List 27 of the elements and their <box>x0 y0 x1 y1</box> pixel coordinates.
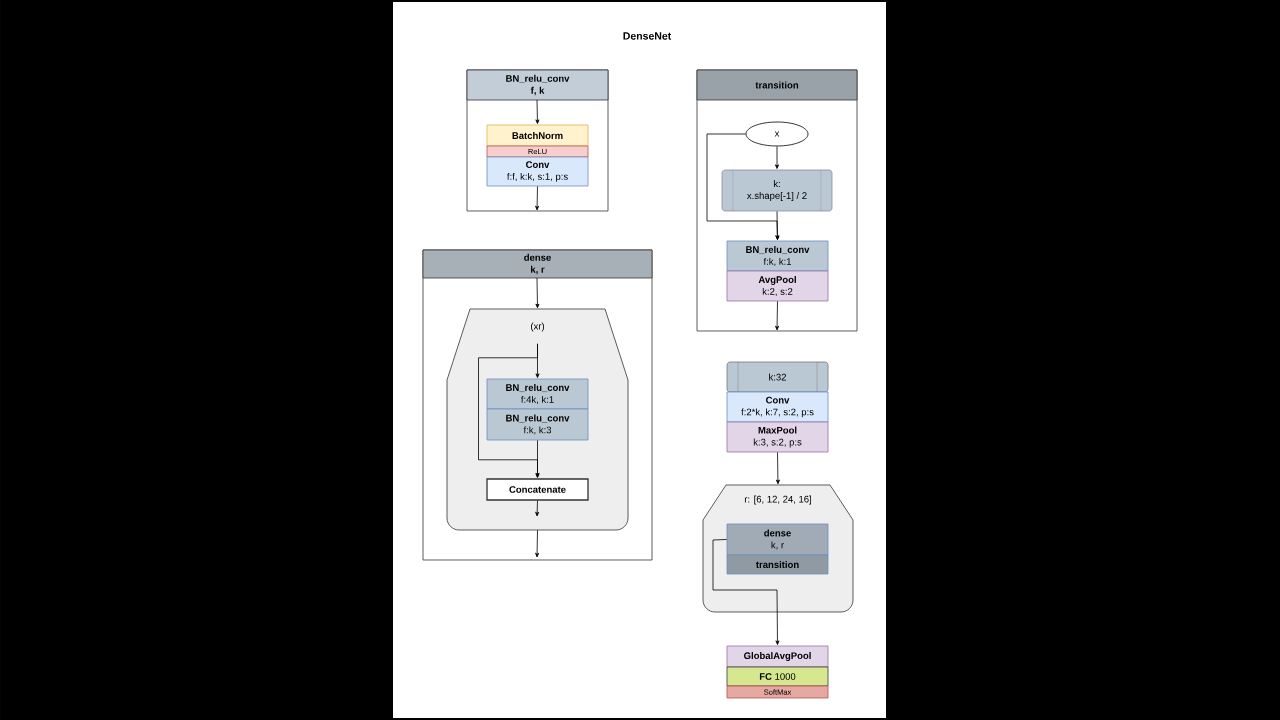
process-box: k: x.shape[-1] / 2 <box>721 169 833 212</box>
arrow <box>535 500 540 517</box>
arrow <box>775 211 780 240</box>
layer-box: BN_relu_conv f:k, k:3 <box>486 408 589 441</box>
arrow <box>535 440 540 478</box>
layer-box: Conv f:f, k:k, s:1, p:s <box>486 156 589 187</box>
layer-box: AvgPool k:2, s:2 <box>726 270 829 302</box>
layer-box: BN_relu_conv f:4k, k:1 <box>486 378 589 410</box>
layer-box: BatchNorm <box>486 124 589 147</box>
process-box: k:32 <box>726 361 829 393</box>
layer-box: transition <box>726 554 829 575</box>
arrow <box>535 186 540 211</box>
arrow <box>712 539 780 645</box>
arrow <box>775 146 779 169</box>
layer-box: Conv f:2*k, k:7, s:2, p:s <box>726 391 829 423</box>
layer-box: BN_relu_conv f:k, k:1 <box>726 240 829 272</box>
layer-box: Concatenate <box>486 478 589 501</box>
layer-box: GlobalAvgPool <box>726 645 829 668</box>
arrow <box>535 99 540 124</box>
arrow <box>775 301 780 331</box>
arrow <box>535 529 540 558</box>
arrow <box>535 277 540 309</box>
layer-box: dense k, r <box>726 523 829 556</box>
title: DenseNet <box>623 32 672 40</box>
arrow <box>775 452 780 485</box>
layer-box: MaxPool k:3, s:2, p:s <box>726 421 829 453</box>
layer-box: FC 1000 <box>726 666 829 687</box>
